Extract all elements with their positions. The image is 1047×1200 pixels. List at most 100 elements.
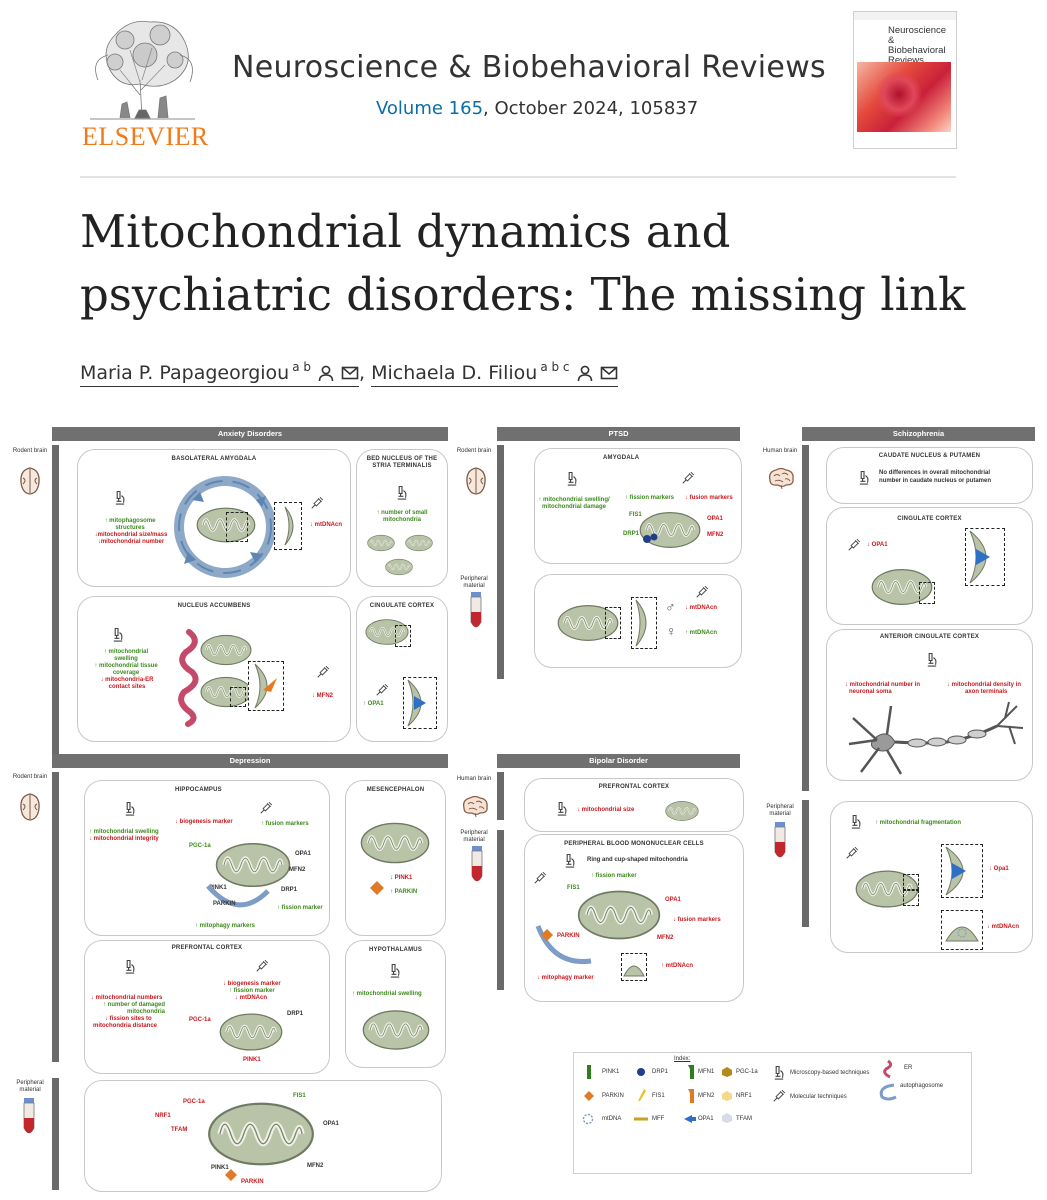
panel-title: CAUDATE NUCLEUS & PUTAMEN	[827, 453, 1032, 459]
blood-tube-icon	[22, 1098, 36, 1138]
fission-marker-label: ↑ fission marker	[277, 905, 323, 912]
soma-label: ↓ mitochondrial number in	[845, 682, 920, 689]
schizophrenia-banner: Schizophrenia	[802, 427, 1035, 441]
microscope-icon	[123, 959, 137, 976]
mtdnacn-down-label: ↓ mtDNAcn	[685, 605, 717, 612]
bipolar-peripheral-bar	[497, 830, 504, 990]
mfn2-label: MFN2	[707, 532, 723, 539]
panel-title: NUCLEUS ACCUMBENS	[78, 603, 350, 609]
rodent-brain-icon	[18, 466, 42, 496]
drp1-label: DRP1	[623, 531, 639, 538]
fission-marker-label: ↑ fission marker	[591, 873, 637, 880]
hypothalamus-panel: HYPOTHALAMUS ↑ mitochondrial swelling	[345, 940, 446, 1068]
numbers-label: ↓ mitochondrial numbers	[91, 995, 162, 1002]
tissue-coverage-label: ↑ mitochondrial tissue	[78, 663, 174, 670]
female-symbol: ♀	[666, 623, 677, 639]
zoom-inset	[941, 844, 983, 898]
peripheral-material-label: Peripheral material	[758, 804, 802, 818]
swelling-label: ↑ mitochondrial swelling	[352, 991, 422, 998]
opa1-down-label: ↓ Opa1	[989, 866, 1009, 873]
panel-title: HYPOTHALAMUS	[346, 947, 445, 953]
legend-mff: MFF	[652, 1116, 664, 1122]
swelling-label-2: swelling	[86, 656, 166, 663]
size-label: ↓ mitochondrial size	[577, 807, 634, 814]
journal-name-link[interactable]: Neuroscience & Biobehavioral Reviews	[232, 50, 826, 85]
volume-link[interactable]: Volume 165	[376, 98, 483, 119]
swelling-label: ↑ mitochondrial swelling/	[535, 497, 613, 504]
parkin-diamond	[225, 1169, 237, 1181]
elsevier-wordmark[interactable]: ELSEVIER	[82, 122, 206, 152]
zoom-inset	[965, 528, 1005, 586]
human-brain-label: Human brain	[758, 448, 802, 455]
pgc1a-label: PGC-1a	[183, 1099, 205, 1106]
blood-tube-icon	[470, 846, 484, 886]
bipolar-banner: Bipolar Disorder	[497, 754, 740, 768]
cover-top-band	[854, 12, 956, 20]
legend-drp1: DRP1	[652, 1069, 668, 1075]
hippocampus-panel: HIPPOCAMPUS ↓ biogenesis marker ↑ fusion…	[84, 780, 330, 936]
drp1-label: DRP1	[281, 887, 297, 894]
microscope-icon	[772, 1065, 786, 1082]
legend-autophagosome: autophagosome	[900, 1083, 943, 1089]
mtdnacn-label: ↑ mtDNAcn	[661, 963, 693, 970]
zoom-inset	[621, 953, 647, 981]
zoom-inset	[274, 502, 302, 550]
mito-number-label: ↓mitochondrial number	[86, 539, 176, 546]
microscope-icon	[849, 814, 863, 831]
rodent-brain-icon	[464, 466, 488, 496]
envelope-icon[interactable]	[600, 364, 618, 382]
person-icon[interactable]	[576, 364, 594, 382]
pgc1a-legend-marker	[722, 1067, 732, 1077]
drp1-legend-marker	[636, 1067, 646, 1077]
journal-cover-image[interactable]: Neuroscience & Biobehavioral Reviews	[853, 11, 957, 149]
panel-title: CINGULATE CORTEX	[357, 603, 447, 609]
depression-rodent-bar	[52, 772, 59, 1062]
ring-cup-label: Ring and cup-shaped mitochondria	[587, 857, 688, 864]
rodent-brain-icon	[18, 792, 42, 822]
legend-mfn2: MFN2	[698, 1093, 714, 1099]
author-2-affiliations[interactable]: a b c	[540, 360, 569, 374]
parkin-up-label: ↑ PARKIN	[390, 889, 417, 896]
syringe-icon	[259, 801, 273, 815]
zoom-box	[226, 512, 248, 542]
zoom-box	[903, 890, 919, 906]
legend-mfn1: MFN1	[698, 1069, 714, 1075]
small-mito-label-2: mitochondria	[357, 517, 447, 524]
syringe-icon	[847, 538, 861, 552]
mito-size-label: ↓mitochondrial size/mass	[86, 532, 176, 539]
er-contact-label-2: contact sites	[82, 684, 172, 691]
panel-title: PREFRONTAL CORTEX	[525, 784, 743, 790]
biogenesis-label: ↓ biogenesis marker	[223, 981, 281, 988]
parkin-diamond	[370, 881, 384, 895]
microscope-icon	[123, 801, 137, 818]
small-mito-label: ↑ number of small	[357, 510, 447, 517]
mitochondrion	[219, 1009, 283, 1055]
ptsd-banner: PTSD	[497, 427, 740, 441]
syringe-icon	[695, 585, 709, 599]
graphical-abstract[interactable]: Anxiety Disorders Rodent brain BASOLATER…	[0, 420, 1047, 1200]
tfam-legend-marker	[722, 1113, 732, 1123]
fragmentation-label: ↑ mitochondrial fragmentation	[875, 820, 961, 827]
legend-opa1: OPA1	[698, 1116, 714, 1122]
pink1-label: PINK1	[243, 1057, 261, 1064]
bipolar-human-bar	[497, 772, 504, 820]
envelope-icon[interactable]	[341, 364, 359, 382]
zoom-box	[230, 687, 246, 707]
microscope-icon	[111, 627, 125, 644]
author-list: Maria P. Papageorgioua b, Michaela D. Fi…	[80, 360, 618, 384]
author-1-affiliations[interactable]: a b	[292, 360, 311, 374]
fusion-label: ↑ fusion markers	[261, 821, 309, 828]
mff-legend-marker	[634, 1115, 648, 1123]
mitophagosome-label-2: structures	[90, 525, 170, 532]
person-icon[interactable]	[317, 364, 335, 382]
cover-artwork-highlight	[874, 72, 924, 117]
panel-title: AMYGDALA	[603, 455, 809, 461]
cover-title: Neuroscience & Biobehavioral Reviews	[888, 26, 954, 66]
opa1-down-label: ↓ OPA1	[867, 542, 888, 549]
damaged-label-2: mitochondria	[127, 1009, 165, 1016]
microscope-icon	[395, 485, 409, 502]
autophagosome-legend-marker	[876, 1081, 898, 1101]
